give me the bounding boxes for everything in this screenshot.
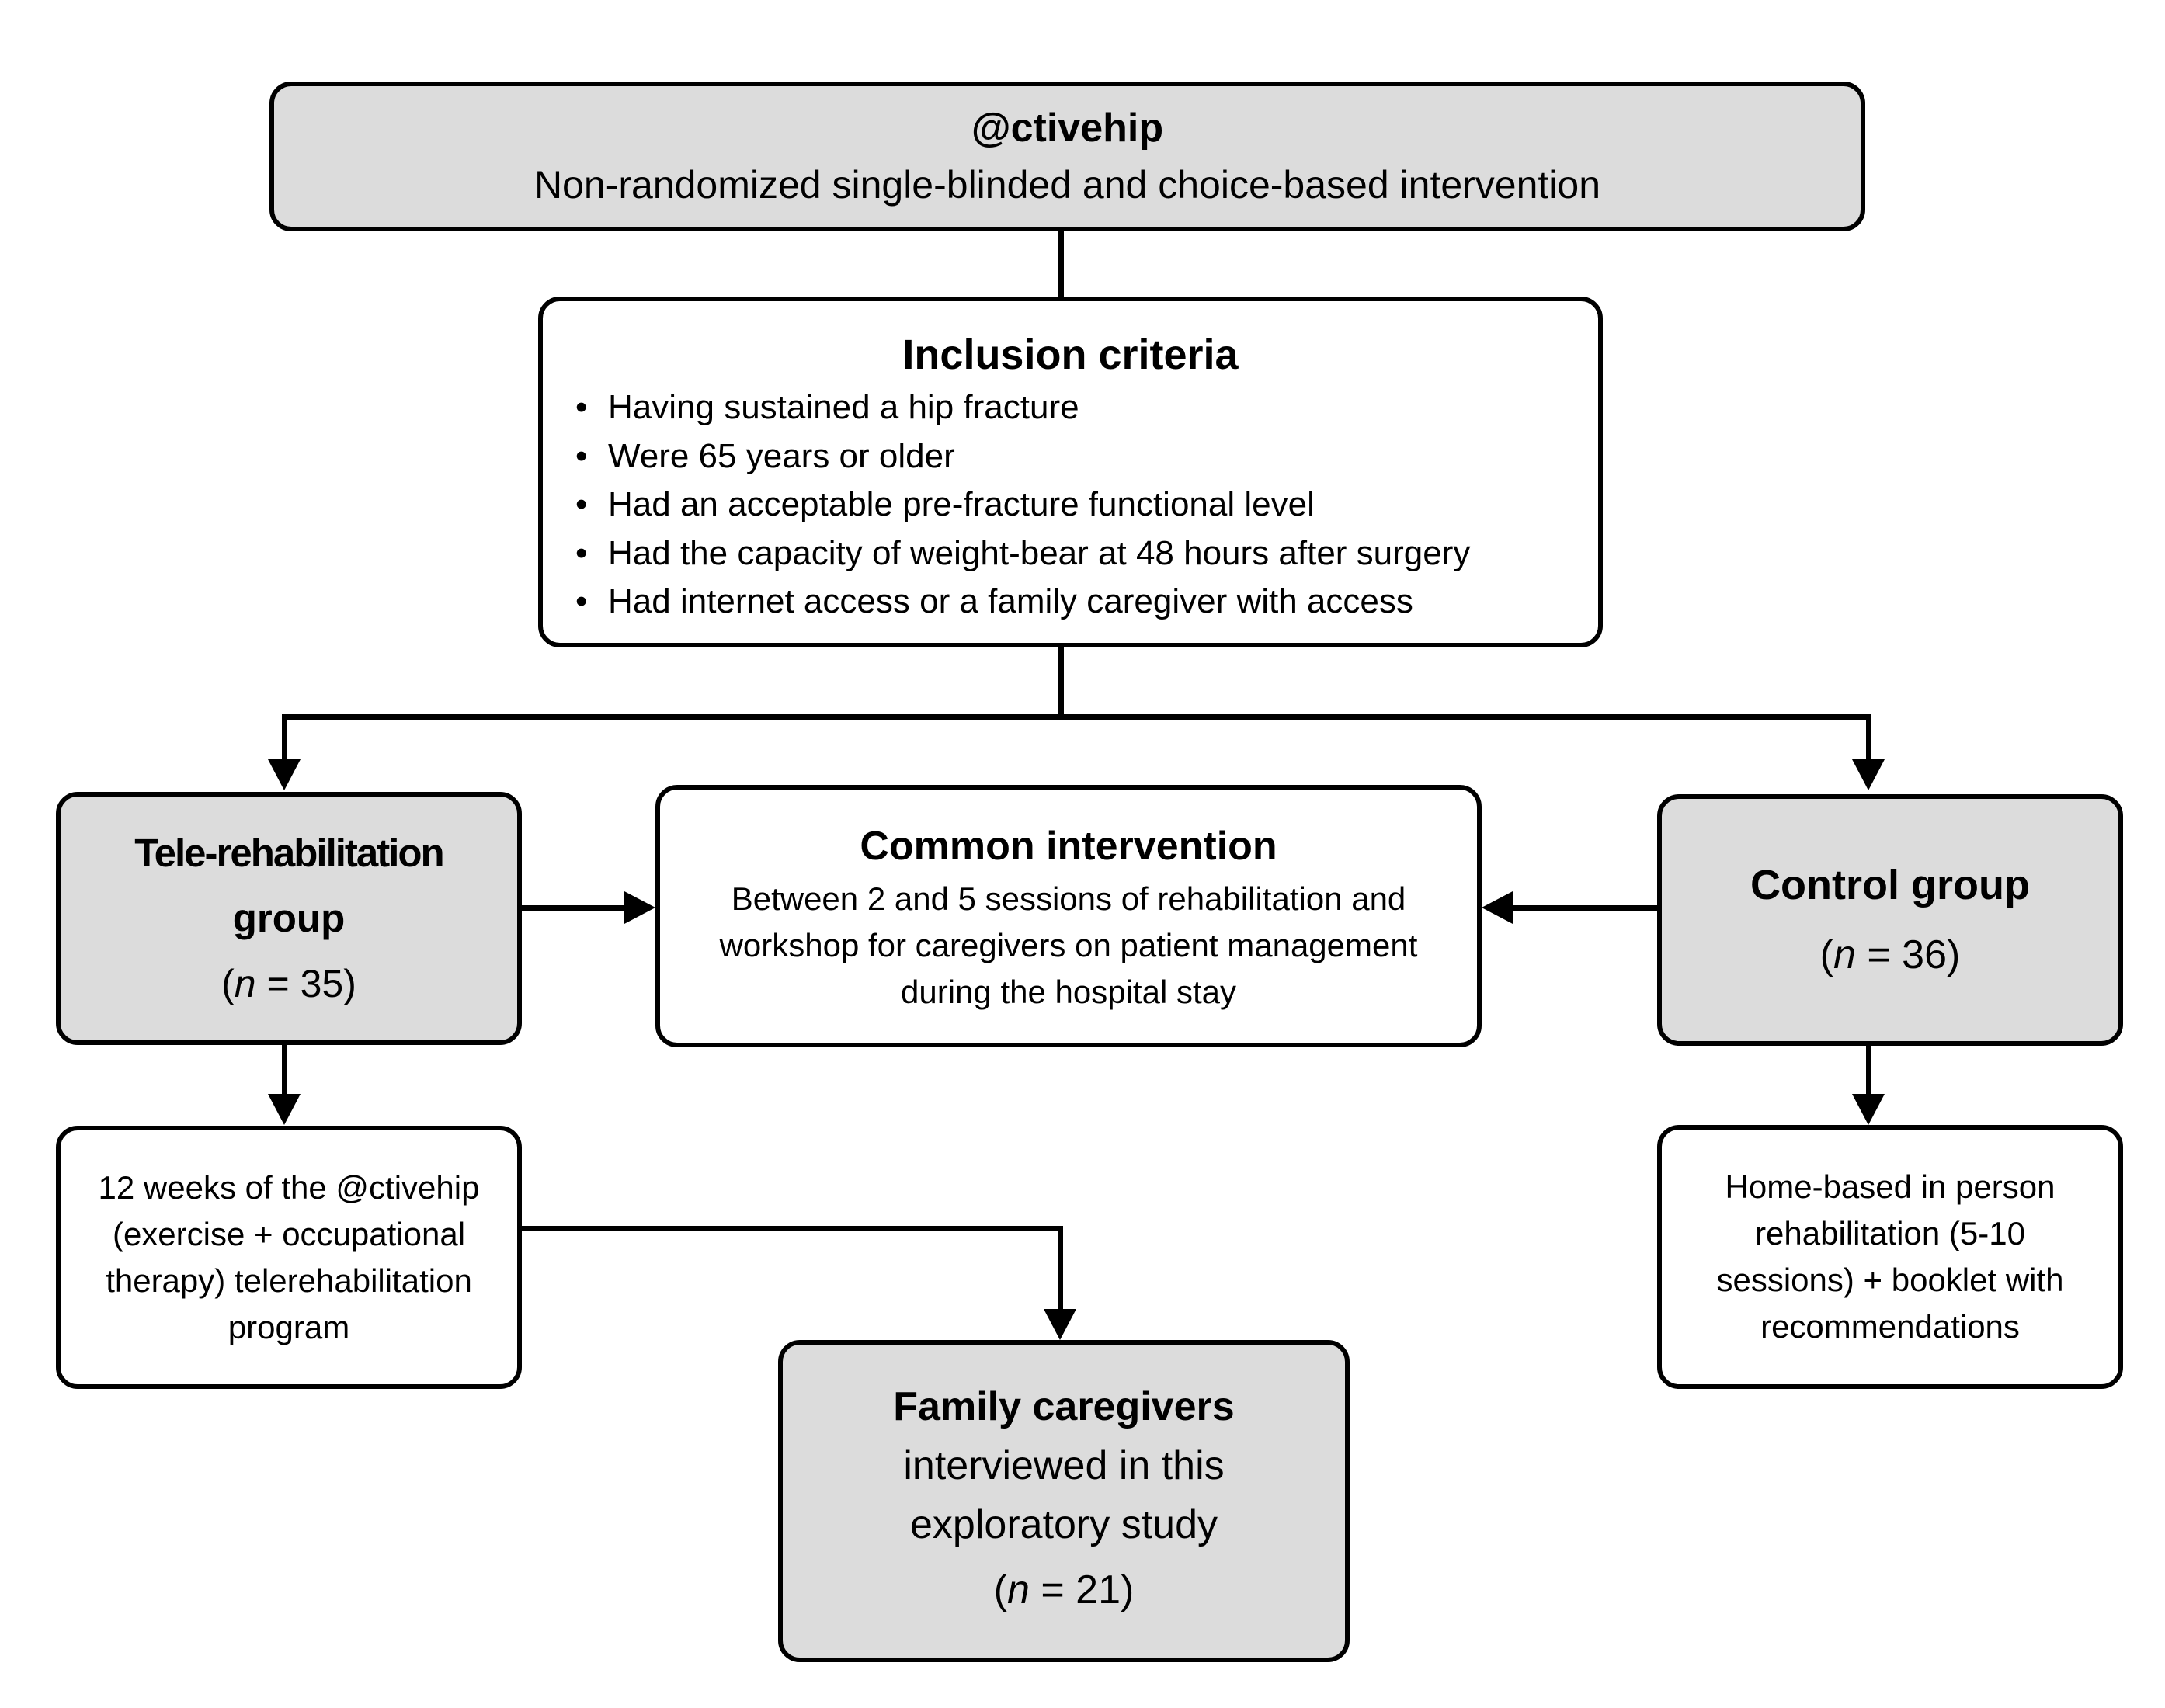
connector-inclusion-down xyxy=(1058,647,1064,717)
inclusion-title: Inclusion criteria xyxy=(902,332,1239,378)
connector-top-to-inclusion xyxy=(1058,231,1064,297)
study-design: Non-randomized single-blinded and choice… xyxy=(533,162,1601,207)
control-program-line: rehabilitation (5-10 xyxy=(1755,1215,2025,1251)
study-name: @ctivehip xyxy=(971,105,1164,151)
arrow-control-to-detail xyxy=(1852,1094,1885,1125)
connector-control-to-common xyxy=(1511,905,1657,911)
inclusion-item: Had the capacity of weight-bear at 48 ho… xyxy=(575,529,1470,578)
tele-program-line: (exercise + occupational xyxy=(112,1215,466,1252)
tele-program-line: 12 weeks of the @ctivehip xyxy=(98,1168,480,1206)
arrow-tele-to-common xyxy=(624,891,655,924)
common-intervention-line: Between 2 and 5 sessions of rehabilitati… xyxy=(731,880,1406,917)
tele-group-title-line1: Tele-rehabilitation xyxy=(134,831,444,875)
inclusion-item: Having sustained a hip fracture xyxy=(575,384,1470,432)
common-intervention-box: Common intervention Between 2 and 5 sess… xyxy=(655,785,1482,1047)
tele-group-title-line2: group xyxy=(232,896,346,940)
connector-tele-to-detail xyxy=(282,1045,287,1095)
family-caregivers-line: interviewed in this xyxy=(903,1442,1225,1488)
family-caregivers-sample-size: (n = 21) xyxy=(993,1567,1135,1613)
study-header-box: @ctivehip Non-randomized single-blinded … xyxy=(269,82,1865,231)
common-intervention-title: Common intervention xyxy=(860,824,1277,869)
control-program-line: recommendations xyxy=(1760,1308,2020,1345)
control-program-box: Home-based in person rehabilitation (5-1… xyxy=(1657,1125,2123,1389)
inclusion-list: Having sustained a hip fracture Were 65 … xyxy=(543,384,1470,627)
inclusion-criteria-box: Inclusion criteria Having sustained a hi… xyxy=(538,297,1603,647)
inclusion-item: Had internet access or a family caregive… xyxy=(575,578,1470,627)
arrow-to-family xyxy=(1044,1309,1076,1340)
tele-program-box: 12 weeks of the @ctivehip (exercise + oc… xyxy=(56,1126,522,1389)
arrow-control-to-common xyxy=(1482,891,1513,924)
connector-to-tele xyxy=(282,714,287,761)
common-intervention-line: during the hospital stay xyxy=(901,974,1236,1010)
arrow-tele-to-detail xyxy=(268,1094,301,1125)
tele-group-sample-size: (n = 35) xyxy=(221,962,356,1005)
control-group-sample-size: (n = 36) xyxy=(1819,932,1961,977)
common-intervention-line: workshop for caregivers on patient manag… xyxy=(719,927,1418,963)
tele-program-line: therapy) telerehabilitation xyxy=(106,1262,472,1299)
connector-detail-to-family-h xyxy=(522,1226,1063,1231)
control-program-line: Home-based in person xyxy=(1725,1168,2056,1205)
connector-to-control xyxy=(1866,714,1871,761)
inclusion-item: Had an acceptable pre-fracture functiona… xyxy=(575,481,1470,529)
arrow-to-tele xyxy=(268,759,301,790)
tele-program-line: program xyxy=(228,1308,350,1345)
control-program-line: sessions) + booklet with xyxy=(1716,1262,2064,1298)
connector-split-horizontal xyxy=(282,714,1871,720)
family-caregivers-box: Family caregivers interviewed in this ex… xyxy=(778,1340,1350,1662)
inclusion-item: Were 65 years or older xyxy=(575,432,1470,481)
arrow-to-control xyxy=(1852,759,1885,790)
connector-detail-to-family-v xyxy=(1058,1226,1063,1310)
connector-tele-to-common xyxy=(522,905,626,911)
control-group-box: Control group (n = 36) xyxy=(1657,794,2123,1046)
family-caregivers-title: Family caregivers xyxy=(893,1383,1235,1429)
connector-control-to-detail xyxy=(1866,1046,1871,1095)
family-caregivers-line: exploratory study xyxy=(910,1501,1218,1547)
tele-rehabilitation-group-box: Tele-rehabilitation group (n = 35) xyxy=(56,792,522,1045)
control-group-title: Control group xyxy=(1750,862,2030,908)
